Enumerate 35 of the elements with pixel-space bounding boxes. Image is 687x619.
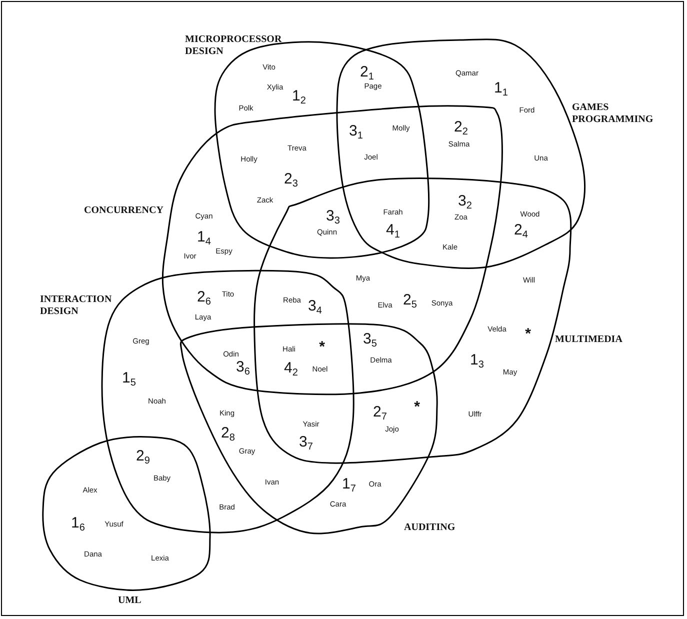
region-number: 2$_{8}$ [221, 426, 235, 440]
region-number: 2$_{3}$ [284, 172, 298, 186]
region-number: 1$_{4}$ [197, 230, 211, 244]
region-number: 2$_{9}$ [136, 448, 150, 464]
set-label: INTERACTION DESIGN [40, 294, 113, 318]
region-number: 1$_{5}$ [122, 370, 136, 386]
region-number: 2$_{5}$ [403, 292, 417, 308]
set-label: UML [118, 595, 142, 607]
region-number: 2$_{4}$ [514, 222, 528, 238]
region-number: 1$_{6}$ [71, 516, 85, 530]
set-label: GAMES PROGRAMMING [572, 102, 654, 126]
region-number: 1$_{1}$ [494, 80, 508, 96]
region-number: 3$_{5}$ [363, 332, 377, 346]
region-number: 4$_{2}$ [284, 360, 298, 376]
region-number: 3$_{3}$ [326, 208, 340, 224]
region-number: 1$_{7}$ [342, 476, 356, 492]
region-number: 3$_{7}$ [299, 434, 313, 450]
set-label: AUDITING [404, 522, 456, 534]
region-number: 3$_{4}$ [308, 298, 322, 314]
region-number: 3$_{6}$ [236, 360, 250, 374]
region-number: 2$_{6}$ [197, 290, 211, 304]
asterisk-mark: * [414, 400, 420, 414]
set-label: MULTIMEDIA [555, 334, 624, 346]
region-number: 2$_{2}$ [454, 120, 468, 134]
set-label: CONCURRENCY [84, 205, 164, 217]
region-number: 3$_{2}$ [458, 194, 472, 208]
asterisk-mark: * [319, 340, 325, 354]
region-number: 2$_{1}$ [360, 64, 374, 80]
set-label: MICROPROCESSOR DESIGN [185, 34, 283, 58]
region-number: 1$_{3}$ [470, 352, 484, 368]
region-number: 2$_{7}$ [373, 404, 387, 420]
region-number: 4$_{1}$ [386, 222, 400, 238]
region-number: 3$_{1}$ [349, 124, 363, 138]
asterisk-mark: * [525, 326, 531, 342]
region-number: 1$_{2}$ [292, 88, 306, 104]
